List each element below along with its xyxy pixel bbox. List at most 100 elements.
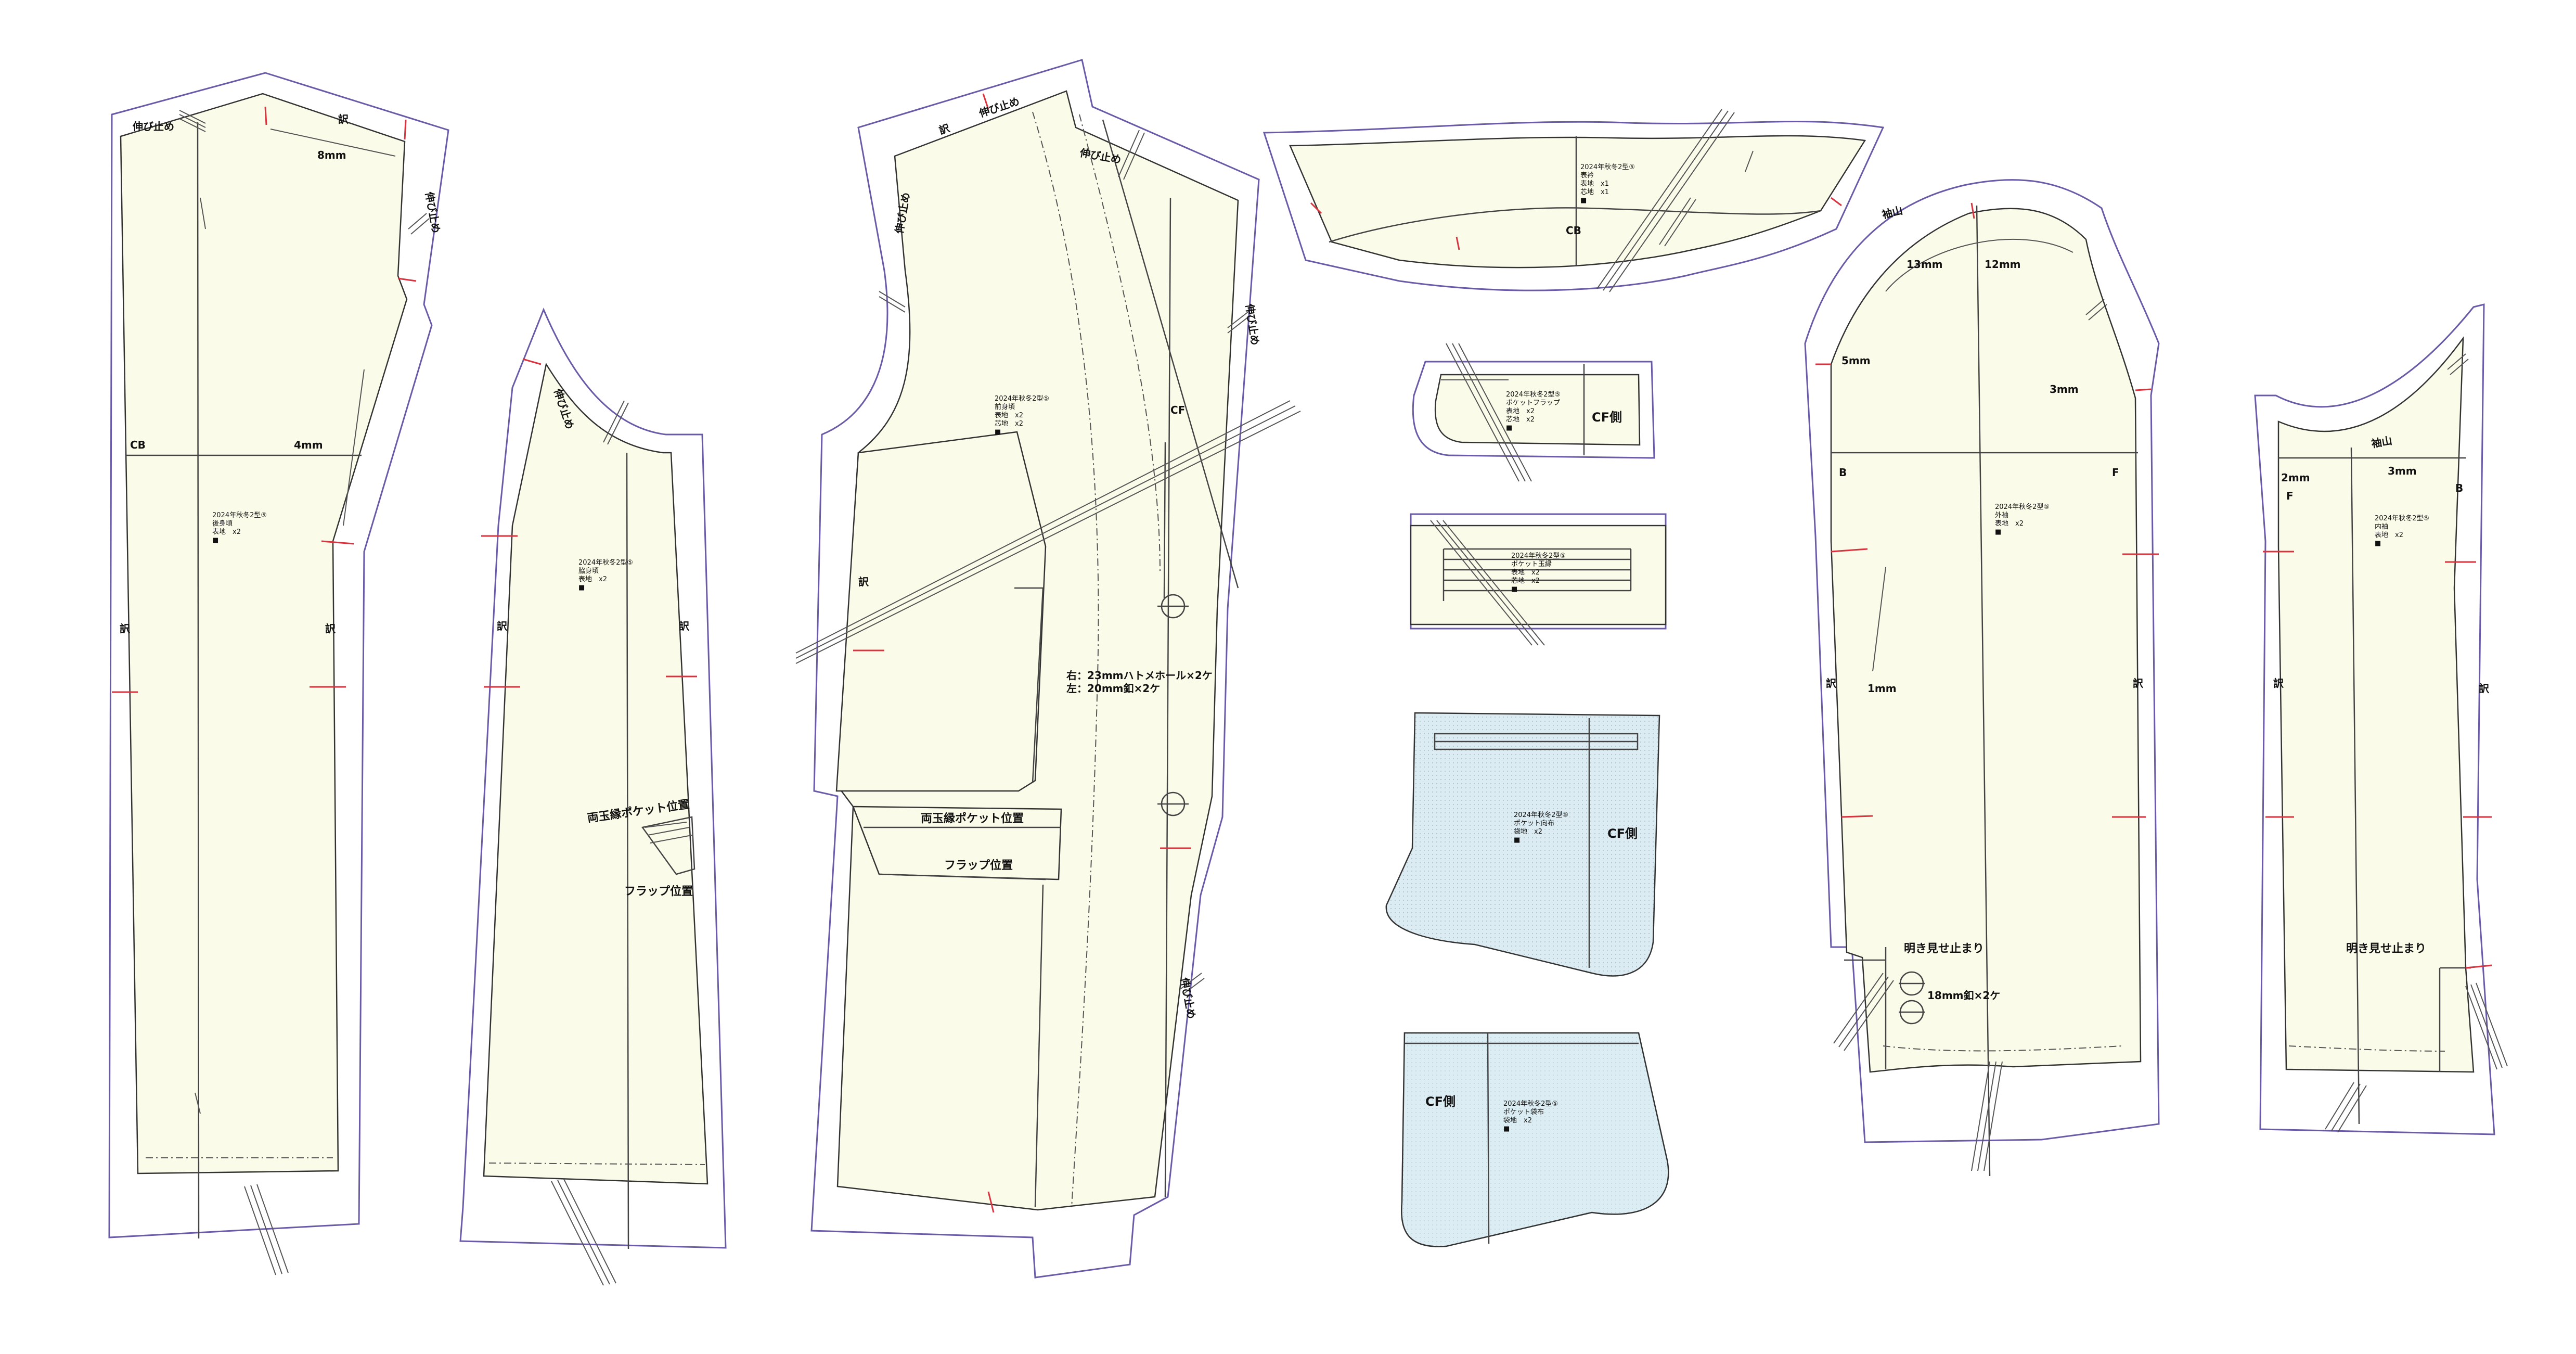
svg-text:後身頃: 後身頃	[212, 519, 233, 528]
top-sleeve-button-label: 18mm釦×2ケ	[1927, 989, 2000, 1002]
pocket-flap-cf-side-label: CF側	[1592, 410, 1622, 425]
under-sleeve-f-label: F	[2286, 490, 2294, 502]
top-sleeve-b-label: B	[1839, 466, 1847, 479]
svg-text:表地 x1: 表地 x1	[1580, 180, 1609, 188]
pocket-welt-piece: 2024年秋冬2型⑤ ポケット玉縁 表地 x2 芯地 x2 ■	[1410, 513, 1667, 646]
svg-text:2024年秋冬2型⑤: 2024年秋冬2型⑤	[1580, 163, 1635, 171]
svg-text:2024年秋冬2型⑤: 2024年秋冬2型⑤	[212, 511, 267, 519]
collar-cb-label: CB	[1566, 224, 1581, 237]
svg-text:■: ■	[578, 584, 585, 592]
top-sleeve-f-label: F	[2112, 466, 2119, 479]
svg-text:表地 x2: 表地 x2	[1506, 407, 1535, 415]
pocket-bag-cf-side-label: CF側	[1425, 1094, 1456, 1109]
top-sleeve-cap-label: 袖山	[1881, 204, 1904, 221]
top-sleeve-vent-stop-label: 明き見せ止まり	[1904, 942, 1984, 955]
svg-text:脇身頃: 脇身頃	[578, 567, 599, 575]
under-sleeve-piece: 袖山 2mm 3mm F B 訳 訳 明き見せ止まり 2024年秋冬2型⑤ 内袖…	[2254, 303, 2508, 1135]
svg-text:2024年秋冬2型⑤: 2024年秋冬2型⑤	[1511, 552, 1566, 560]
svg-text:前身頃: 前身頃	[995, 403, 1015, 411]
top-sleeve-12mm-label: 12mm	[1985, 258, 2021, 271]
back-body-piece: 伸び止め 訳 8mm 伸び止め CB 4mm 訳 訳 2024年秋冬2型⑤ 後身…	[108, 72, 449, 1275]
svg-text:内袖: 内袖	[2375, 522, 2388, 531]
pocket-flap-piece: CF側 2024年秋冬2型⑤ ポケットフラップ 表地 x2 芯地 x2 ■	[1412, 343, 1655, 482]
svg-text:袋地 x2: 袋地 x2	[1503, 1117, 1532, 1125]
svg-text:■: ■	[1506, 424, 1512, 432]
side-grain-left-label: 訳	[497, 620, 508, 632]
under-sleeve-vent-stop-label: 明き見せ止まり	[2346, 942, 2426, 955]
svg-text:2024年秋冬2型⑤: 2024年秋冬2型⑤	[1503, 1100, 1558, 1108]
front-grain-mark-label: 訳	[937, 121, 951, 136]
svg-text:芯地 x2: 芯地 x2	[1511, 577, 1540, 585]
front-flap-pos-label: フラップ位置	[944, 859, 1013, 872]
front-stay-tape-hem-label: 伸び止め	[1178, 976, 1198, 1020]
svg-text:表地 x2: 表地 x2	[2375, 531, 2403, 539]
svg-text:2024年秋冬2型⑤: 2024年秋冬2型⑤	[995, 394, 1049, 403]
top-sleeve-1mm-label: 1mm	[1867, 682, 1897, 695]
top-sleeve-grain-left-label: 訳	[1826, 677, 1837, 689]
under-sleeve-3mm-label: 3mm	[2388, 465, 2417, 477]
back-ease-label: 8mm	[317, 149, 346, 161]
svg-text:表地 x2: 表地 x2	[1995, 520, 2024, 528]
svg-text:袋地 x2: 袋地 x2	[1514, 828, 1542, 836]
top-sleeve-3mm-label: 3mm	[2050, 383, 2079, 395]
svg-text:2024年秋冬2型⑤: 2024年秋冬2型⑤	[1506, 390, 1561, 399]
svg-text:2024年秋冬2型⑤: 2024年秋冬2型⑤	[1995, 503, 2050, 511]
side-grain-right-label: 訳	[679, 620, 690, 632]
side-body-info: 2024年秋冬2型⑤ 脇身頃 表地 x2 ■	[578, 558, 633, 592]
svg-text:ポケット玉縁: ポケット玉縁	[1511, 560, 1552, 568]
svg-text:表衿: 表衿	[1580, 172, 1594, 180]
svg-text:ポケット袋布: ポケット袋布	[1503, 1108, 1544, 1116]
front-button-left-label: 左：20mm釦×2ケ	[1066, 682, 1160, 695]
top-sleeve-13mm-label: 13mm	[1907, 258, 1943, 271]
pocket-facing-cf-side-label: CF側	[1607, 826, 1638, 841]
front-stay-tape-lapel-label: 伸び止め	[1243, 302, 1261, 346]
front-grain-left-label: 訳	[858, 576, 869, 588]
pocket-welt-info: 2024年秋冬2型⑤ ポケット玉縁 表地 x2 芯地 x2 ■	[1511, 552, 1566, 593]
under-sleeve-grain-left-label: 訳	[2273, 677, 2284, 689]
top-sleeve-grain-right-label: 訳	[2133, 677, 2144, 689]
front-buttonhole-right-label: 右：23mmハトメホール×2ケ	[1066, 669, 1213, 682]
collar-piece: CB 2024年秋冬2型⑤ 表衿 表地 x1 芯地 x1 ■	[1263, 109, 1885, 292]
svg-text:■: ■	[1995, 528, 2001, 536]
svg-text:表地 x2: 表地 x2	[578, 576, 607, 583]
back-4mm-label: 4mm	[294, 439, 323, 451]
svg-text:表地 x2: 表地 x2	[995, 412, 1023, 419]
back-grain-right-label: 訳	[325, 622, 336, 635]
svg-text:ポケット向布: ポケット向布	[1514, 819, 1554, 827]
svg-text:2024年秋冬2型⑤: 2024年秋冬2型⑤	[2375, 514, 2429, 522]
front-welt-pocket-label: 両玉縁ポケット位置	[921, 812, 1024, 825]
pocket-facing-piece: CF側 2024年秋冬2型⑤ ポケット向布 袋地 x2 ■	[1385, 712, 1660, 977]
top-sleeve-5mm-label: 5mm	[1841, 354, 1871, 367]
svg-text:■: ■	[2375, 540, 2381, 547]
top-sleeve-piece: 袖山 13mm 12mm 5mm 3mm B F 訳 1mm 訳 明き見せ止まり…	[1804, 179, 2160, 1177]
side-body-piece: 伸び止め 訳 訳 両玉縁ポケット位置 フラップ位置 2024年秋冬2型⑤ 脇身頃…	[459, 308, 727, 1286]
under-sleeve-info: 2024年秋冬2型⑤ 内袖 表地 x2 ■	[2375, 514, 2429, 547]
svg-text:2024年秋冬2型⑤: 2024年秋冬2型⑤	[578, 558, 633, 567]
svg-text:2024年秋冬2型⑤: 2024年秋冬2型⑤	[1514, 811, 1568, 819]
under-sleeve-grain-right-label: 訳	[2479, 682, 2490, 695]
front-body-piece: 訳 伸び止め 伸び止め 伸び止め 伸び止め CF 訳 右：23mmハトメホール×…	[795, 59, 1301, 1279]
back-cb-label: CB	[130, 439, 146, 451]
svg-text:芯地 x2: 芯地 x2	[995, 420, 1023, 428]
svg-text:■: ■	[1580, 197, 1587, 205]
svg-text:芯地 x1: 芯地 x1	[1580, 188, 1609, 196]
svg-text:■: ■	[995, 428, 1001, 436]
svg-text:表地 x2: 表地 x2	[1511, 569, 1540, 577]
svg-text:外袖: 外袖	[1995, 512, 2008, 519]
pocket-bag-piece: CF側 2024年秋冬2型⑤ ポケット袋布 袋地 x2 ■	[1401, 1032, 1669, 1247]
top-sleeve-info: 2024年秋冬2型⑤ 外袖 表地 x2 ■	[1995, 503, 2050, 536]
svg-text:■: ■	[1514, 836, 1520, 844]
back-body-info: 2024年秋冬2型⑤ 後身頃 表地 x2 ■	[212, 511, 267, 544]
side-flap-pos-label: フラップ位置	[624, 885, 693, 898]
svg-text:ポケットフラップ: ポケットフラップ	[1506, 399, 1560, 407]
front-body-info: 2024年秋冬2型⑤ 前身頃 表地 x2 芯地 x2 ■	[995, 394, 1049, 436]
back-grain-left-label: 訳	[120, 622, 131, 635]
front-cf-label: CF	[1170, 404, 1185, 416]
pocket-facing-info: 2024年秋冬2型⑤ ポケット向布 袋地 x2 ■	[1514, 811, 1568, 844]
svg-text:■: ■	[212, 537, 218, 544]
svg-text:■: ■	[1503, 1125, 1510, 1133]
pocket-bag-info: 2024年秋冬2型⑤ ポケット袋布 袋地 x2 ■	[1503, 1100, 1558, 1133]
svg-text:芯地 x2: 芯地 x2	[1506, 416, 1535, 424]
